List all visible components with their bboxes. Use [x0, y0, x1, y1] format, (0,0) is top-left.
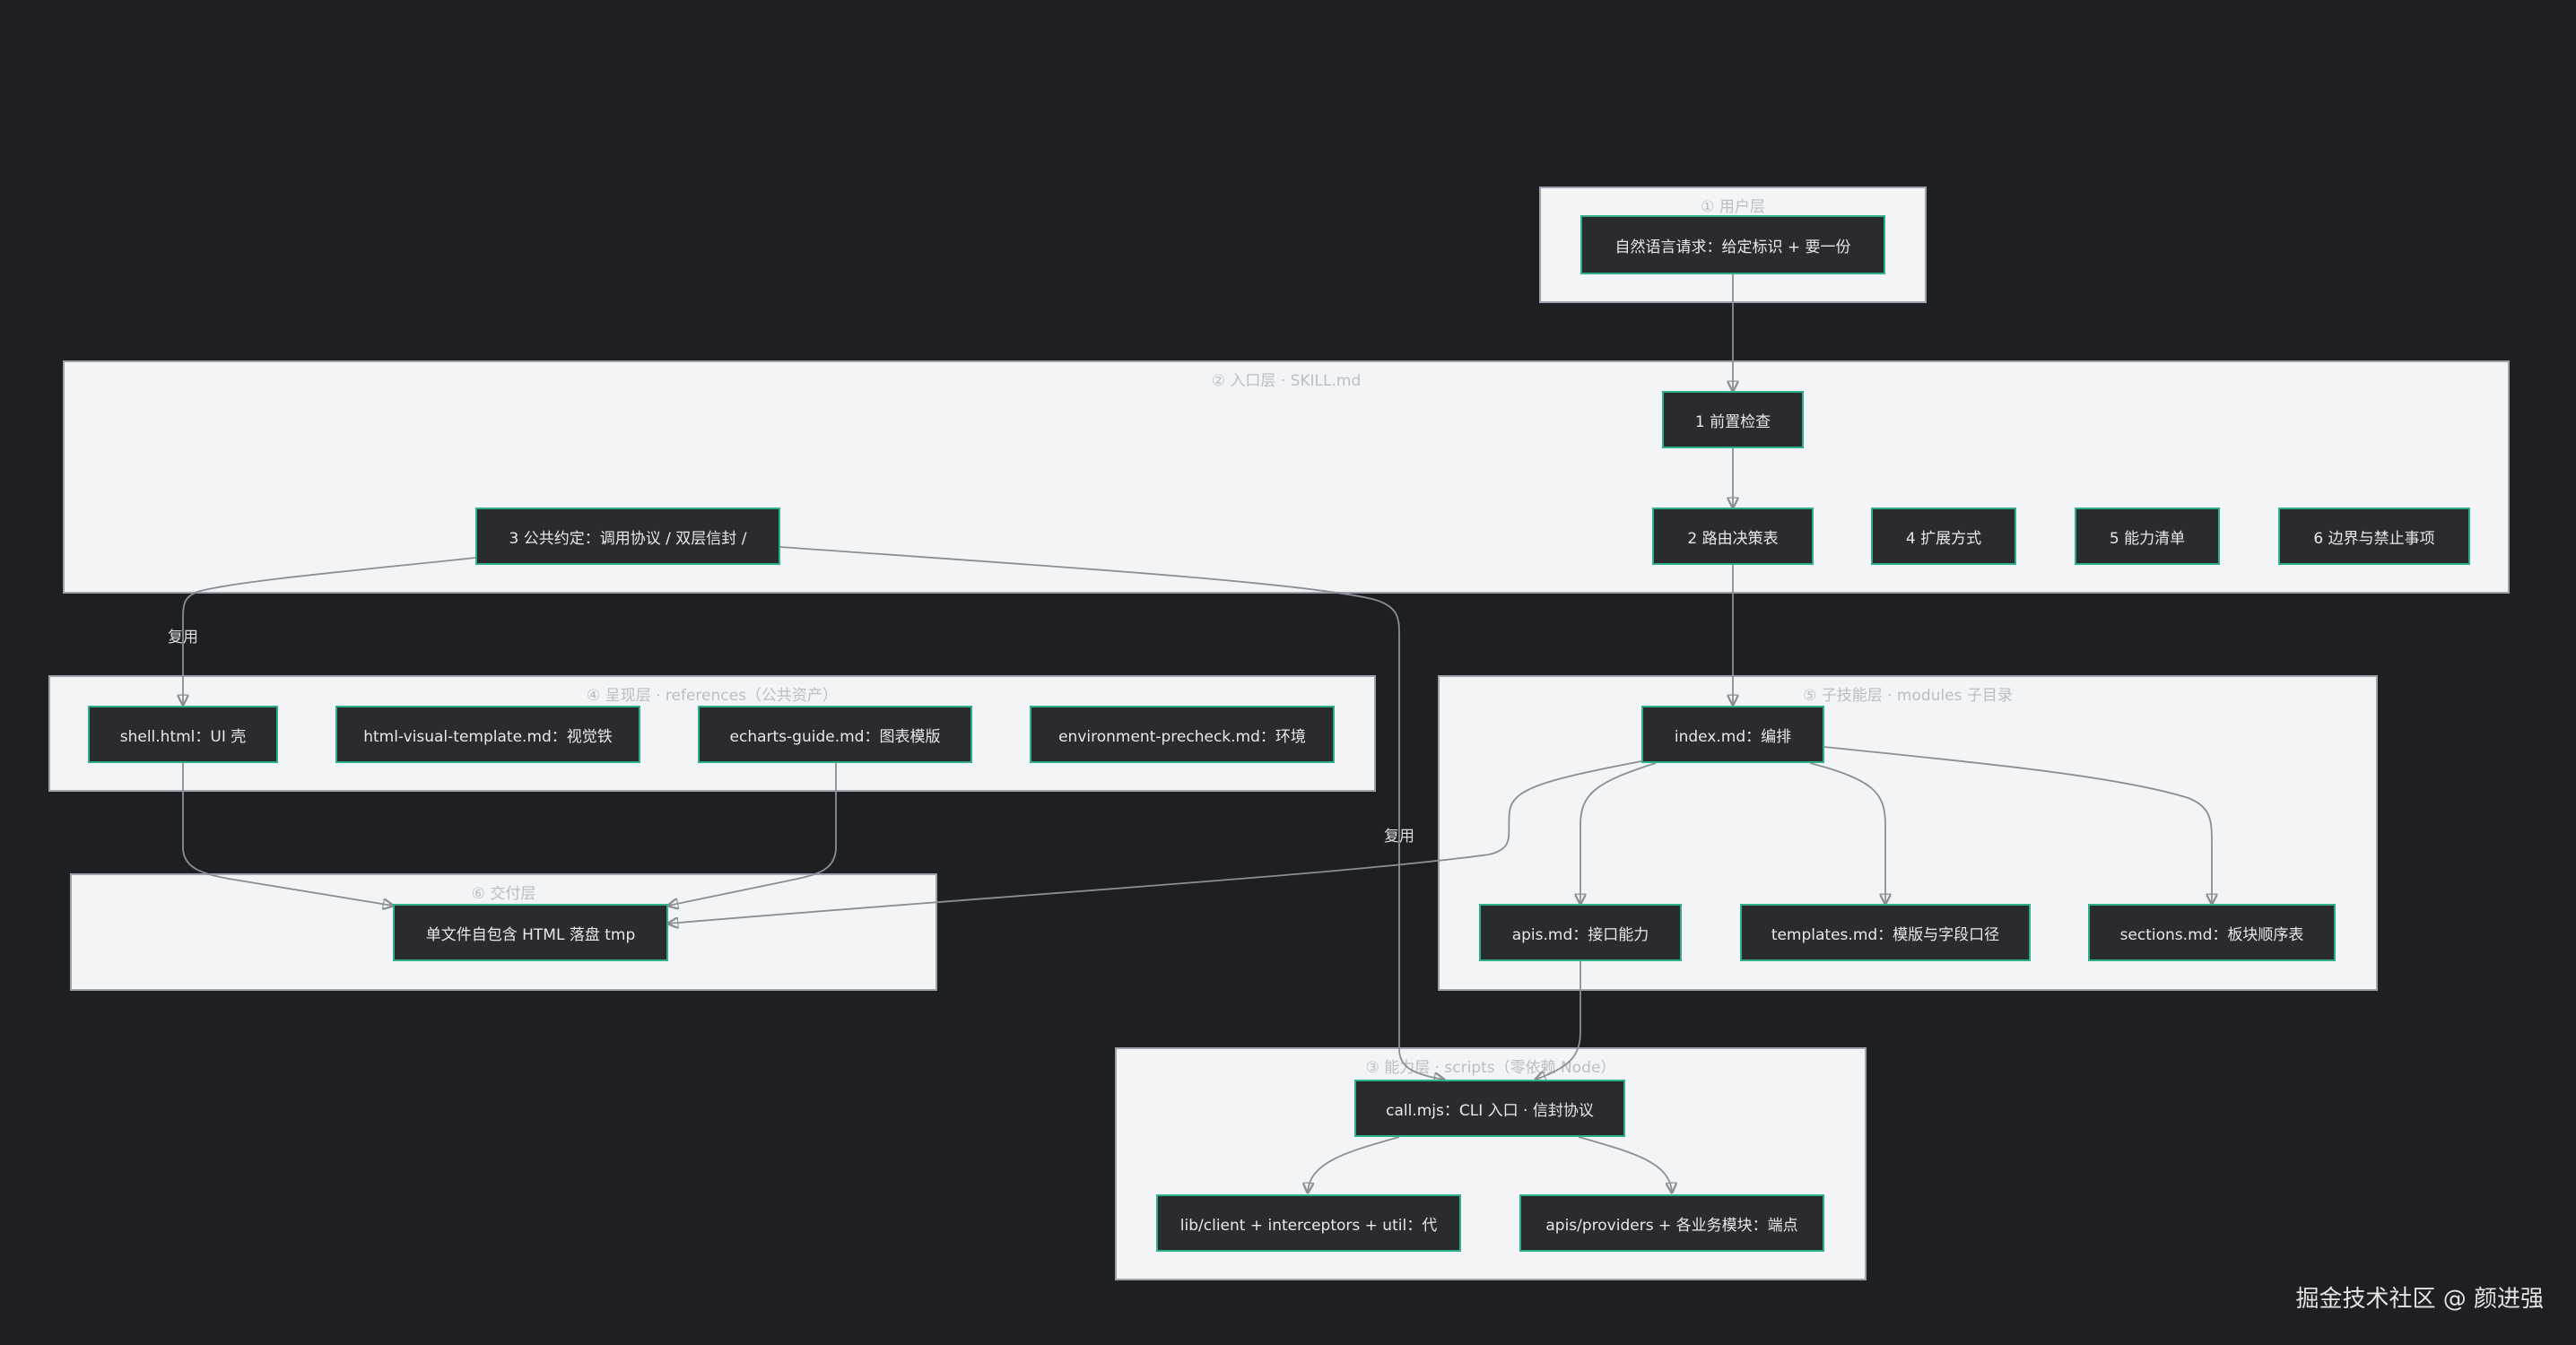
cluster-label: ④ 呈现层 · references（公共资产） — [587, 687, 838, 705]
node-boundaries[interactable]: 6 边界与禁止事项 — [2278, 508, 2470, 565]
node-shell-html[interactable]: shell.html：UI 壳 — [88, 706, 278, 763]
cluster-label: ① 用户层 — [1701, 198, 1765, 216]
watermark-text: 掘金技术社区 @ 颜进强 — [2295, 1286, 2544, 1313]
node-routing-table[interactable]: 2 路由决策表 — [1652, 508, 1814, 565]
node-common-conventions[interactable]: 3 公共约定：调用协议 / 双层信封 / — [475, 508, 780, 565]
node-index-md[interactable]: index.md：编排 — [1641, 706, 1824, 763]
edge-convention-to-call — [779, 546, 1444, 1080]
node-apis-md[interactable]: apis.md：接口能力 — [1479, 904, 1682, 961]
node-html-visual-template[interactable]: html-visual-template.md：视觉铁 — [335, 706, 640, 763]
node-precheck[interactable]: 1 前置检查 — [1662, 391, 1804, 448]
node-extension-methods[interactable]: 4 扩展方式 — [1871, 508, 2016, 565]
cluster-label: ⑤ 子技能层 · modules 子目录 — [1803, 687, 2013, 705]
node-echarts-guide[interactable]: echarts-guide.md：图表模版 — [698, 706, 972, 763]
cluster-label: ② 入口层 · SKILL.md — [1211, 372, 1362, 390]
node-natural-language-request[interactable]: 自然语言请求：给定标识 + 要一份 — [1580, 215, 1885, 274]
node-sections-md[interactable]: sections.md：板块顺序表 — [2088, 904, 2336, 961]
node-ability-list[interactable]: 5 能力清单 — [2075, 508, 2220, 565]
node-call-mjs[interactable]: call.mjs：CLI 入口 · 信封协议 — [1354, 1080, 1625, 1137]
node-html-output[interactable]: 单文件自包含 HTML 落盘 tmp — [393, 904, 668, 961]
node-templates-md[interactable]: templates.md：模版与字段口径 — [1740, 904, 2031, 961]
edge-label-reuse-left: 复用 — [168, 629, 198, 646]
cluster-label: ③ 能力层 · scripts（零依赖 Node） — [1365, 1059, 1616, 1077]
node-environment-precheck[interactable]: environment-precheck.md：环境 — [1030, 706, 1335, 763]
cluster-label: ⑥ 交付层 — [471, 885, 536, 903]
edge-label-reuse-right: 复用 — [1384, 828, 1414, 846]
node-lib-client[interactable]: lib/client + interceptors + util：代 — [1156, 1194, 1461, 1252]
node-providers[interactable]: apis/providers + 各业务模块：端点 — [1519, 1194, 1824, 1252]
